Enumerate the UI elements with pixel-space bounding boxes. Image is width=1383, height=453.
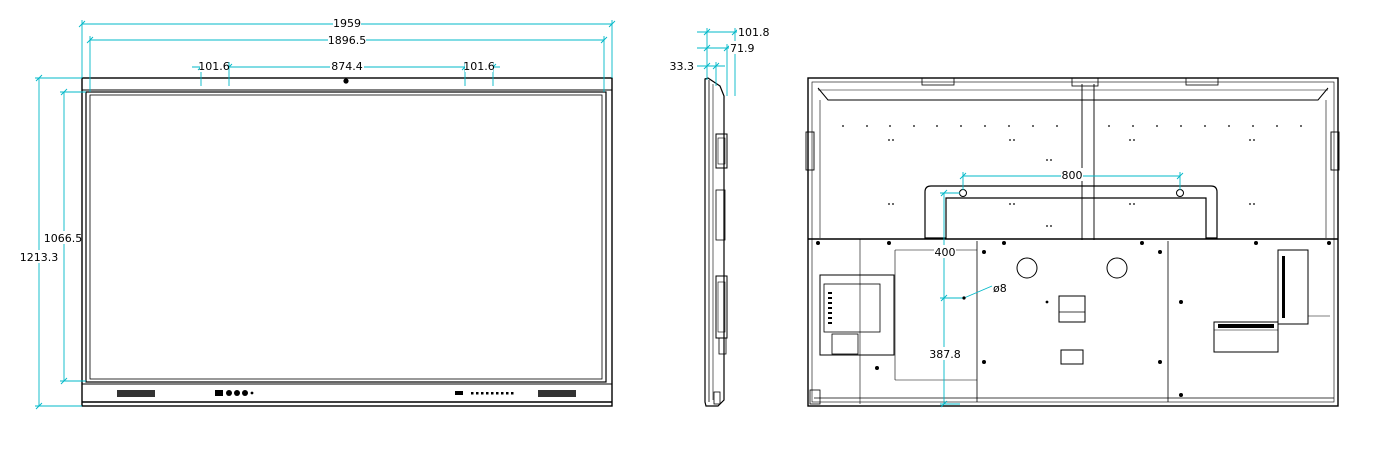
front-bezel — [81, 77, 613, 407]
back-round-port-left-icon — [1016, 257, 1038, 279]
dim-center-span: 874.4 — [331, 60, 363, 73]
side-port-panel — [715, 275, 728, 339]
side-dimensions — [697, 28, 740, 96]
side-bracket — [715, 189, 726, 241]
front-button-cluster — [215, 390, 254, 396]
dim-vesa-height: 400 — [935, 246, 956, 259]
vesa-bracket — [924, 185, 1218, 239]
back-screw-dots — [816, 125, 1331, 397]
back-left-handle — [805, 131, 815, 171]
dim-vesa-width: 800 — [1062, 169, 1083, 182]
front-dimension-ticks — [35, 20, 616, 410]
back-round-port-right-icon — [1106, 257, 1128, 279]
side-handle-upper — [715, 133, 728, 169]
dim-screen-height: 1066.5 — [44, 232, 83, 245]
front-screen-outer — [85, 91, 607, 383]
dim-right-offset: 101.6 — [463, 60, 495, 73]
back-right-module-fins — [1218, 256, 1285, 328]
left-speaker-grille — [117, 390, 155, 397]
vesa-hole-right-icon — [1176, 189, 1184, 197]
dim-bottom-offset: 387.8 — [929, 348, 961, 361]
dim-depth-total: 101.8 — [738, 26, 770, 39]
back-right-module — [1277, 249, 1309, 325]
back-dimensions — [940, 172, 1184, 408]
back-right-handle — [1330, 131, 1340, 171]
side-view — [704, 77, 728, 407]
front-port-row — [455, 391, 514, 395]
back-left-module — [819, 274, 895, 356]
dim-overall-width: 1959 — [333, 17, 361, 30]
dim-screen-width: 1896.5 — [328, 34, 367, 47]
dim-overall-height: 1213.3 — [20, 251, 59, 264]
front-view: 1959 1896.5 101.6 874.4 101.6 1066.5 121… — [20, 16, 616, 410]
camera-icon — [343, 78, 349, 84]
back-left-module-vents — [828, 292, 832, 324]
dim-left-offset: 101.6 — [198, 60, 230, 73]
back-reference-dots — [962, 296, 966, 300]
dim-hole-diameter: ø8 — [993, 282, 1007, 295]
side-profile-outline — [704, 77, 725, 407]
back-view — [805, 77, 1340, 407]
front-screen-inner — [89, 94, 603, 380]
dim-depth-panel: 33.3 — [670, 60, 695, 73]
dim-depth-mid: 71.9 — [730, 42, 755, 55]
back-top-rim — [817, 87, 1329, 101]
vesa-hole-left-icon — [959, 189, 967, 197]
right-speaker-grille — [538, 390, 576, 397]
